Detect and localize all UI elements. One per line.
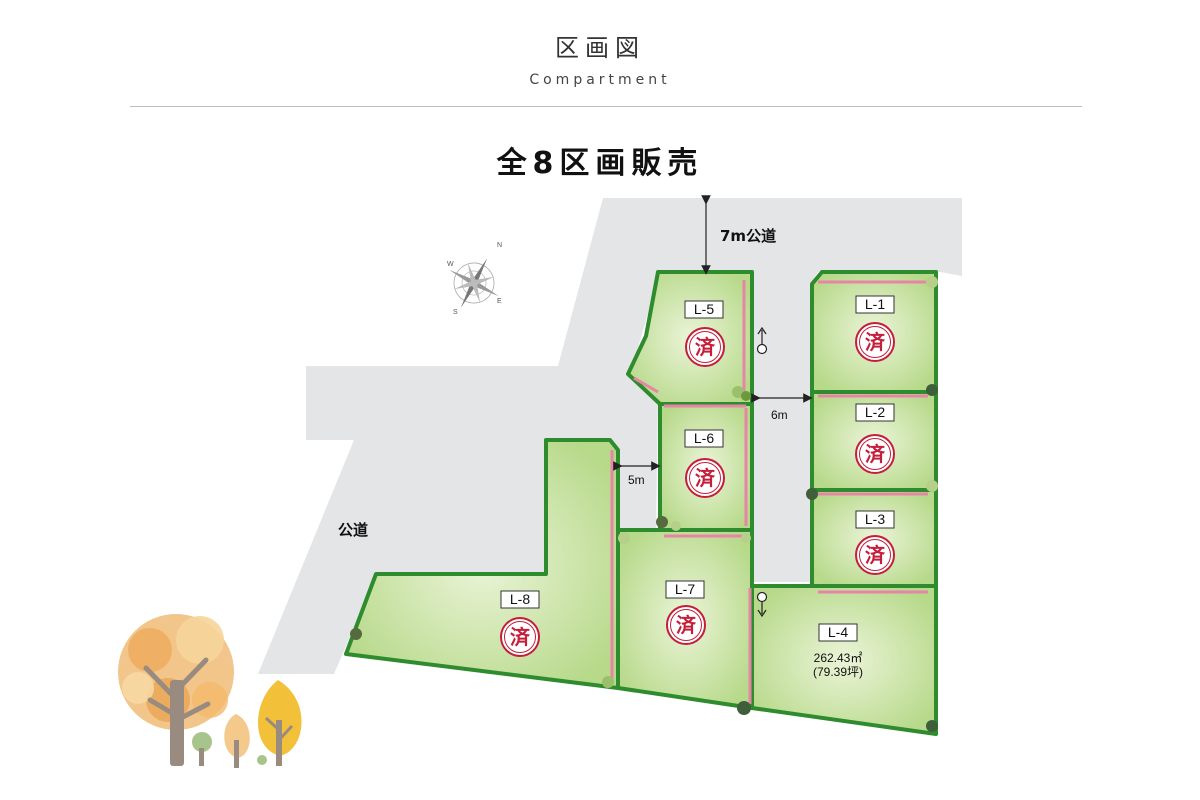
top-road bbox=[558, 198, 962, 582]
shrubs bbox=[350, 276, 938, 732]
svg-text:済: 済 bbox=[510, 625, 531, 649]
sold-stamp-l2: 済 bbox=[855, 434, 895, 474]
lot-l2-label: L-2 bbox=[865, 404, 885, 420]
svg-text:済: 済 bbox=[865, 330, 886, 354]
yellow-tree-icon bbox=[258, 680, 302, 766]
compass-s: S bbox=[453, 309, 458, 316]
lot-l7-label: L-7 bbox=[675, 581, 695, 597]
compass-icon bbox=[449, 258, 499, 308]
svg-text:済: 済 bbox=[676, 613, 697, 637]
left-road bbox=[258, 366, 658, 674]
large-autumn-tree-icon bbox=[118, 614, 234, 766]
utility-mark-upper bbox=[756, 326, 768, 355]
lot-labels: L-5 L-6 L-1 L-2 L-3 L-4 L-7 L-8 bbox=[500, 295, 895, 642]
page-subtitle: Compartment bbox=[529, 72, 671, 88]
svg-text:済: 済 bbox=[865, 442, 886, 466]
compass-w: W bbox=[447, 261, 454, 268]
lot-l1-label: L-1 bbox=[865, 296, 885, 312]
dimension-lines bbox=[613, 195, 813, 471]
sold-stamp-l7: 済 bbox=[666, 605, 706, 645]
header-divider bbox=[130, 106, 1082, 107]
dim-5m-label: 5m bbox=[628, 473, 645, 487]
svg-text:済: 済 bbox=[695, 335, 716, 359]
lot-l8[interactable] bbox=[344, 438, 620, 690]
svg-text:済: 済 bbox=[695, 466, 716, 490]
sales-headline: 全8区画販売 bbox=[496, 146, 704, 181]
lot-l6-label: L-6 bbox=[694, 430, 714, 446]
sold-stamp-l1: 済 bbox=[855, 322, 895, 362]
sold-stamp-l6: 済 bbox=[685, 458, 725, 498]
left-road-label: 公道 bbox=[338, 521, 368, 539]
sold-stamp-l8: 済 bbox=[500, 617, 540, 657]
utility-mark-lower bbox=[756, 591, 768, 618]
dim-6m-label: 6m bbox=[771, 408, 788, 422]
compass-n: N bbox=[497, 242, 502, 249]
tree-illustration bbox=[118, 614, 302, 768]
lot-l4-label: L-4 bbox=[828, 624, 848, 640]
lot-l4-area-m2: 262.43㎡ bbox=[814, 651, 863, 665]
svg-text:済: 済 bbox=[865, 543, 886, 567]
orange-bush-icon bbox=[224, 714, 250, 768]
lot-l5-label: L-5 bbox=[694, 301, 714, 317]
road-network bbox=[258, 198, 962, 674]
green-bush-icon bbox=[192, 732, 267, 766]
compass-e: E bbox=[497, 298, 502, 305]
lot-l8-label: L-8 bbox=[510, 591, 530, 607]
top-road-label: 7m公道 bbox=[720, 227, 776, 245]
lot-l3-label: L-3 bbox=[865, 511, 885, 527]
boundary-lines bbox=[610, 280, 932, 704]
lot-l4-area-tsubo: (79.39坪) bbox=[813, 665, 863, 679]
page-title: 区画図 bbox=[555, 34, 645, 62]
sold-stamp-l5: 済 bbox=[685, 327, 725, 367]
sold-stamp-l3: 済 bbox=[855, 535, 895, 575]
sold-stamps: 済 済 済 済 済 済 済 bbox=[500, 322, 895, 657]
